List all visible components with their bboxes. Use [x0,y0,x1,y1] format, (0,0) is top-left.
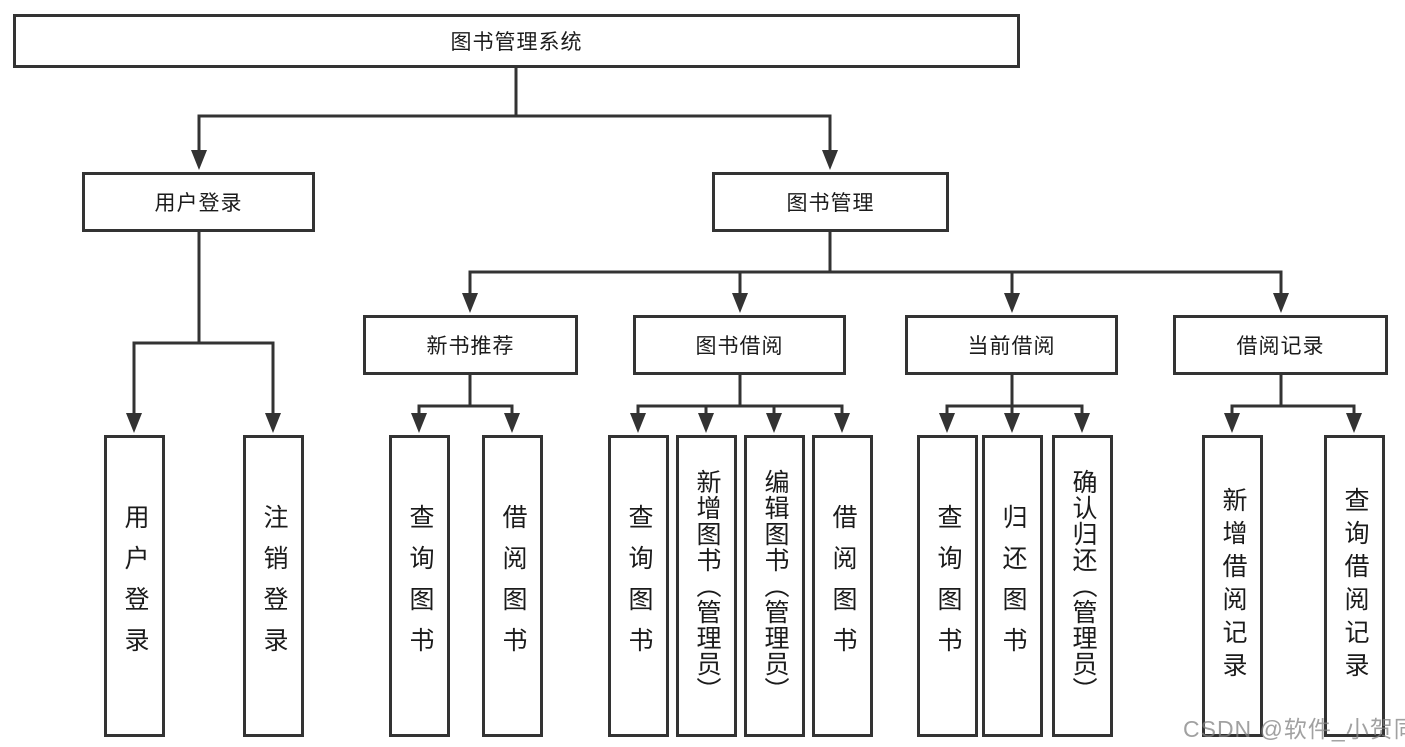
node-cb-query-book-label: 查询图书 [934,504,962,668]
node-bb-add-book-label: 新增图书（管理员） [693,469,721,703]
node-bb-edit-book: 编辑图书（管理员） [744,435,805,737]
node-br-add-record: 新增借阅记录 [1202,435,1263,737]
node-rec-query-book: 查询图书 [389,435,450,737]
node-bb-query-book-label: 查询图书 [625,504,653,668]
node-current-borrow-label: 当前借阅 [967,335,1056,358]
node-borrow-record-label: 借阅记录 [1236,335,1325,358]
node-cb-return-book-label: 归还图书 [999,504,1027,668]
node-new-book-recommend-label: 新书推荐 [426,335,515,358]
node-bb-borrow-book: 借阅图书 [812,435,873,737]
node-br-query-record-label: 查询借阅记录 [1341,487,1369,685]
node-bb-borrow-book-label: 借阅图书 [829,504,857,668]
node-br-add-record-label: 新增借阅记录 [1219,487,1247,685]
node-book-borrow: 图书借阅 [633,315,846,375]
node-cb-return-book: 归还图书 [982,435,1043,737]
node-current-borrow: 当前借阅 [905,315,1118,375]
node-rec-borrow-book: 借阅图书 [482,435,543,737]
node-bb-add-book: 新增图书（管理员） [676,435,737,737]
node-book-management-label: 图书管理 [786,192,875,215]
node-cb-confirm-return-label: 确认归还（管理员） [1069,469,1097,703]
node-book-management: 图书管理 [712,172,949,232]
node-rec-borrow-book-label: 借阅图书 [499,504,527,668]
node-new-book-recommend: 新书推荐 [363,315,578,375]
node-root: 图书管理系统 [13,14,1020,68]
node-root-label: 图书管理系统 [450,31,583,54]
node-logout: 注销登录 [243,435,304,737]
node-rec-query-book-label: 查询图书 [406,504,434,668]
node-user-login-leaf-label: 用户登录 [121,504,149,668]
node-logout-label: 注销登录 [260,504,288,668]
node-user-login: 用户登录 [82,172,315,232]
node-cb-query-book: 查询图书 [917,435,978,737]
node-user-login-label: 用户登录 [154,192,243,215]
node-cb-confirm-return: 确认归还（管理员） [1052,435,1113,737]
node-bb-query-book: 查询图书 [608,435,669,737]
watermark: CSDN @软件_小贺同学 [1183,716,1405,742]
node-borrow-record: 借阅记录 [1173,315,1388,375]
node-book-borrow-label: 图书借阅 [695,335,784,358]
node-bb-edit-book-label: 编辑图书（管理员） [761,469,789,703]
node-user-login-leaf: 用户登录 [104,435,165,737]
node-br-query-record: 查询借阅记录 [1324,435,1385,737]
